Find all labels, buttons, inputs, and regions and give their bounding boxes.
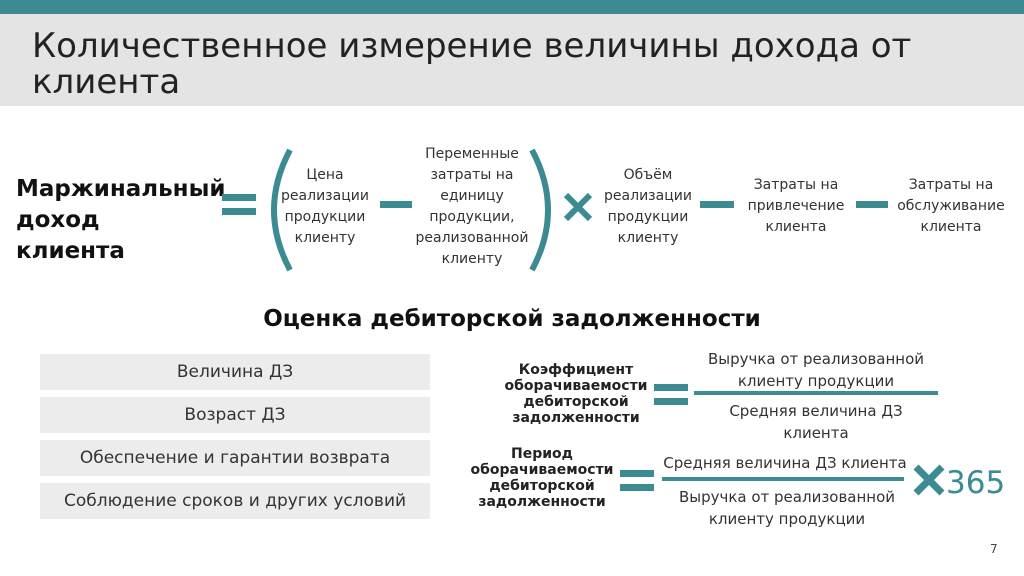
turnover-ratio-numerator: Выручка от реализованной клиенту продукц… [707, 350, 925, 390]
multiply-sign-icon [913, 464, 945, 496]
days-multiplier: 365 [946, 465, 1006, 501]
multiply-sign-icon [563, 192, 593, 222]
price-term: Цена реализации продукции клиенту [281, 167, 369, 246]
minus-sign-icon [700, 201, 734, 208]
receivables-heading: Оценка дебиторской задолженности [263, 306, 761, 332]
service-cost-term: Затраты на обслуживание клиента [897, 177, 1005, 235]
turnover-period-numerator: Средняя величина ДЗ клиента [663, 454, 907, 472]
receivables-item: Возраст ДЗ [40, 397, 430, 433]
turnover-ratio-label: Коэффициент оборачиваемости дебиторской … [504, 362, 648, 426]
equals-sign-icon [222, 194, 256, 215]
marginal-income-label: Маржинальный доход клиента [16, 176, 226, 264]
left-parenthesis-icon [271, 148, 293, 272]
minus-sign-icon [856, 201, 888, 208]
turnover-period-denominator: Выручка от реализованной клиенту продукц… [678, 488, 896, 528]
variable-cost-term: Переменные затраты на единицу продукции,… [415, 146, 529, 267]
right-parenthesis-icon [529, 148, 551, 272]
minus-sign-icon [380, 201, 412, 208]
page-number: 7 [990, 542, 998, 556]
fraction-line [662, 477, 904, 481]
receivables-item: Величина ДЗ [40, 354, 430, 390]
turnover-period-label: Период оборачиваемости дебиторской задол… [470, 446, 614, 510]
receivables-item: Обеспечение и гарантии возврата [40, 440, 430, 476]
fraction-line [694, 391, 938, 395]
equals-sign-icon [620, 470, 654, 491]
slide-title: Количественное измерение величины дохода… [32, 26, 912, 102]
volume-term: Объём реализации продукции клиенту [604, 167, 692, 246]
equals-sign-icon [654, 384, 688, 405]
top-accent-bar [0, 0, 1024, 14]
acquisition-cost-term: Затраты на привлечение клиента [747, 177, 845, 235]
turnover-ratio-denominator: Средняя величина ДЗ клиента [729, 402, 903, 442]
title-bar [0, 14, 1024, 106]
receivables-item: Соблюдение сроков и других условий [40, 483, 430, 519]
